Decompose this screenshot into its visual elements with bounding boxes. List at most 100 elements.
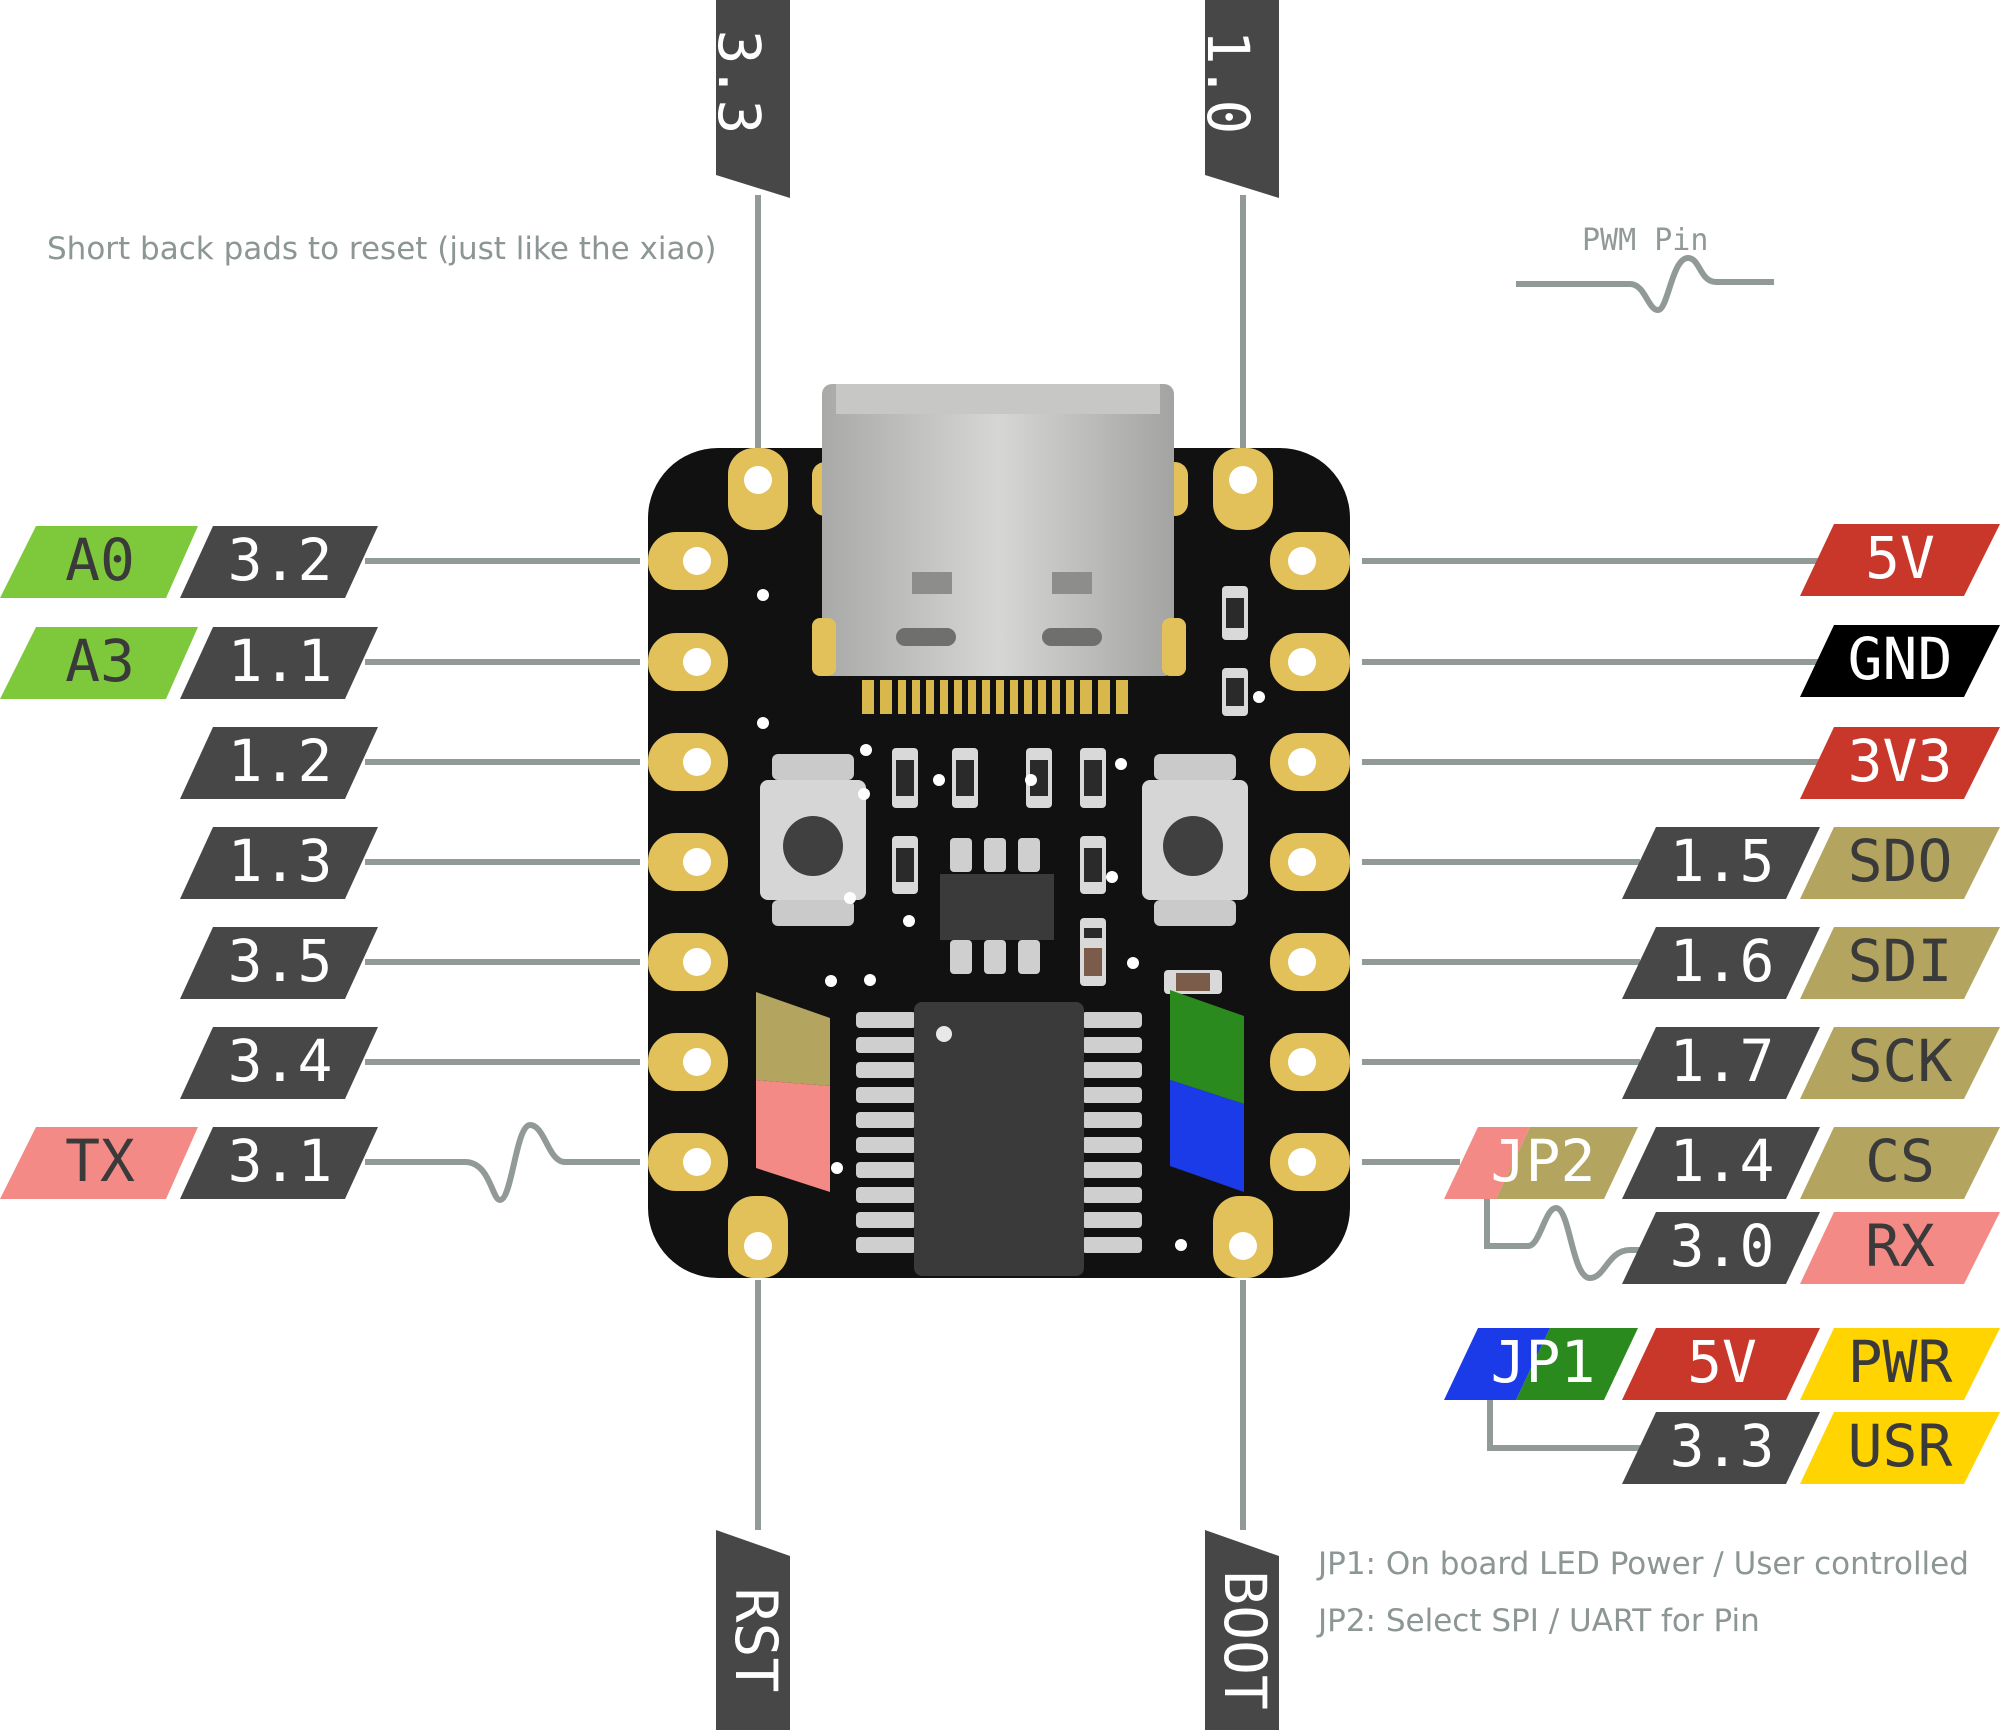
jp1-label: JP1 (1491, 1328, 1596, 1396)
pin-tag (1622, 827, 1820, 899)
left-2-func: A3 (65, 627, 135, 695)
left-1-func: A0 (65, 526, 135, 594)
jp2-note: JP2: Select SPI / UART for Pin (1316, 1603, 1760, 1639)
left-7-pin: 3.1 (228, 1127, 333, 1195)
spi-tag (1800, 1027, 2000, 1099)
jp2-label: JP2 (1491, 1127, 1596, 1195)
jp1-row-b: 3.3 USR (1622, 1412, 2000, 1484)
pcb-board (648, 384, 1350, 1278)
right-2-func: GND (1848, 625, 1953, 693)
top-left-pin-label: 3.3 (705, 30, 773, 135)
pin-tag (180, 627, 378, 699)
right-row-1: 5V (1800, 524, 2000, 596)
left-row-1: A0 3.2 (0, 526, 378, 598)
jp2-alt-pin: 3.0 (1670, 1212, 1775, 1280)
vias (757, 589, 1265, 1251)
led-jumper-blocks (756, 990, 1244, 1192)
left-6-pin: 3.4 (228, 1027, 333, 1095)
left-3-pin: 1.2 (228, 727, 333, 795)
right-row-2: GND (1800, 625, 2000, 697)
left-7-func: TX (65, 1127, 135, 1195)
spi-tag (1800, 827, 2000, 899)
right-4-func: SDO (1848, 827, 1953, 895)
bottom-right-pin-label: BOOT (1211, 1570, 1279, 1710)
uart-tag (1800, 1212, 2000, 1284)
pin-tag (1622, 1212, 1820, 1284)
right-7-func: CS (1865, 1127, 1935, 1195)
jp1-blue-tag (1444, 1328, 1550, 1400)
pwm-legend-label: PWM Pin (1582, 223, 1708, 258)
jp1-a-pin: 5V (1687, 1328, 1757, 1396)
spi-tag (1800, 1127, 2000, 1199)
jp1-row-a: JP1 5V PWR (1444, 1328, 2000, 1400)
pin-tag (1622, 1127, 1820, 1199)
right-1-func: 5V (1865, 524, 1935, 592)
jp1-a-func: PWR (1848, 1328, 1953, 1396)
pin-tag (180, 727, 378, 799)
bottom-right-pin-tag: BOOT (1205, 1530, 1279, 1730)
right-row-6: 1.7 SCK (1622, 1027, 2000, 1099)
left-5-pin: 3.5 (228, 927, 333, 995)
left-4-pin: 1.3 (228, 827, 333, 895)
analog-tag (0, 627, 198, 699)
led-tag (1800, 1328, 2000, 1400)
jp2-spi-tag (1496, 1127, 1638, 1199)
bottom-left-pin-label: RST (722, 1588, 790, 1693)
right-row-8: 3.0 RX (1622, 1212, 2000, 1284)
power-tag (1800, 524, 2000, 596)
leader-lines (365, 195, 1830, 1530)
left-row-3: 1.2 (180, 727, 378, 799)
top-right-pin-label: 1.0 (1194, 30, 1262, 135)
led-tag (1800, 1412, 2000, 1484)
ground-tag (1800, 625, 2000, 697)
left-row-7: TX 3.1 (0, 1127, 378, 1199)
right-6-func: SCK (1848, 1027, 1953, 1095)
jp1-green-tag (1516, 1328, 1638, 1400)
reset-note: Short back pads to reset (just like the … (47, 231, 717, 267)
boot-button (1142, 754, 1248, 926)
pin-tag (1622, 1412, 1820, 1484)
power-tag (1622, 1328, 1820, 1400)
jp1-note: JP1: On board LED Power / User controlle… (1316, 1546, 1969, 1582)
left-1-pin: 3.2 (228, 526, 333, 594)
jp2-uart-tag (1444, 1127, 1530, 1199)
right-row-5: 1.6 SDI (1622, 927, 2000, 999)
pwm-wave-icon (1516, 254, 1774, 314)
right-5-pin: 1.6 (1670, 927, 1775, 995)
analog-tag (0, 526, 198, 598)
top-right-pin-tag: 1.0 (1194, 0, 1279, 198)
left-row-6: 3.4 (180, 1027, 378, 1099)
left-pads (648, 532, 728, 1191)
pin-tag (1622, 927, 1820, 999)
pin-tag (1622, 1027, 1820, 1099)
left-row-5: 3.5 (180, 927, 378, 999)
right-pads (1270, 532, 1350, 1191)
left-row-4: 1.3 (180, 827, 378, 899)
top-left-pin-tag: 3.3 (705, 0, 790, 198)
reset-button (760, 754, 866, 926)
right-3-func: 3V3 (1848, 727, 1953, 795)
pin-tag (180, 526, 378, 598)
microcontroller-chip (856, 1002, 1142, 1276)
jp1-b-pin: 3.3 (1670, 1412, 1775, 1480)
spi-tag (1800, 927, 2000, 999)
pin-tag (180, 1127, 378, 1199)
usb-c-connector (812, 384, 1186, 714)
right-row-4: 1.5 SDO (1622, 827, 2000, 899)
right-7-pin: 1.4 (1670, 1127, 1775, 1195)
jp1-b-func: USR (1848, 1412, 1953, 1480)
pin-tag (180, 827, 378, 899)
left-row-2: A3 1.1 (0, 627, 378, 699)
uart-tag (0, 1127, 198, 1199)
pin-tag (180, 1027, 378, 1099)
right-6-pin: 1.7 (1670, 1027, 1775, 1095)
right-row-3: 3V3 (1800, 727, 2000, 799)
bottom-left-pin-tag: RST (716, 1530, 790, 1730)
right-5-func: SDI (1848, 927, 1953, 995)
right-4-pin: 1.5 (1670, 827, 1775, 895)
pwm-legend: PWM Pin (1516, 223, 1774, 314)
regulator-chip (940, 838, 1054, 974)
power-tag (1800, 727, 2000, 799)
passive-components (892, 586, 1248, 994)
